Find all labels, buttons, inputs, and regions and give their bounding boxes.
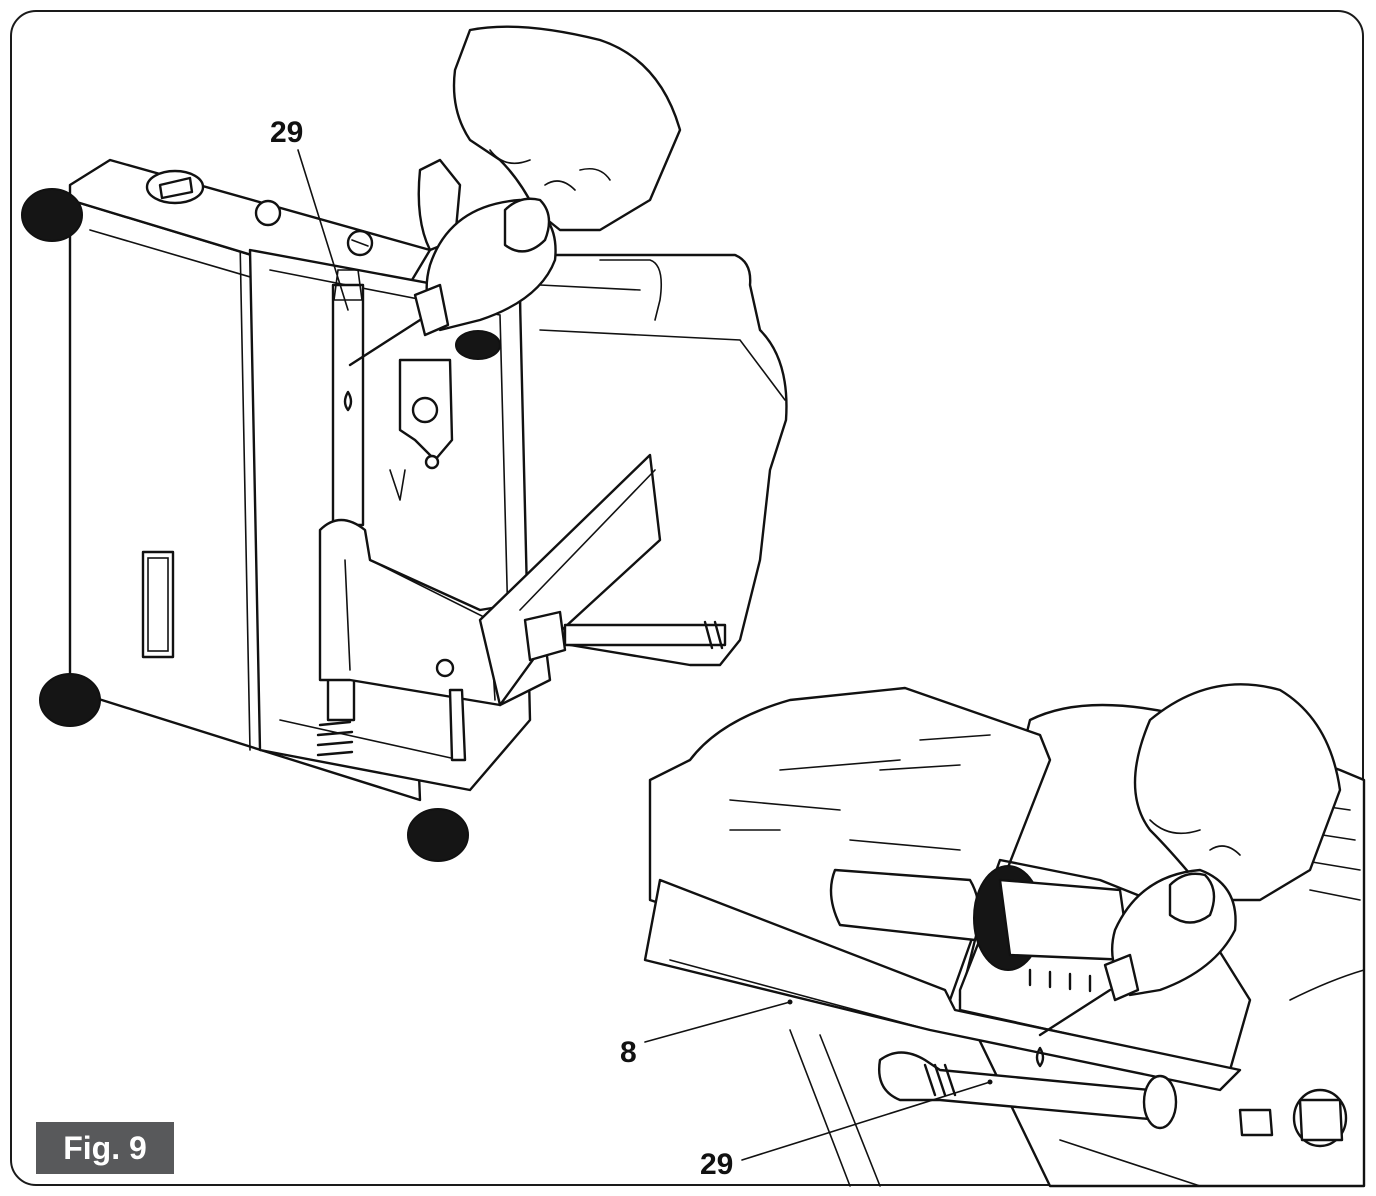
leader-bottom-29 [741, 1081, 991, 1161]
slicer-table-view [643, 683, 1366, 1188]
leader-top-29 [297, 149, 349, 311]
callout-leaders [297, 149, 993, 1161]
figure-caption-badge: Fig. 9 [36, 1122, 174, 1174]
slicer-side-view [21, 25, 788, 862]
callout-bottom-8: 8 [620, 1036, 637, 1069]
callout-bottom-29: 29 [700, 1148, 734, 1181]
callout-top-29: 29 [270, 116, 304, 149]
leader-bottom-8 [644, 1001, 791, 1043]
